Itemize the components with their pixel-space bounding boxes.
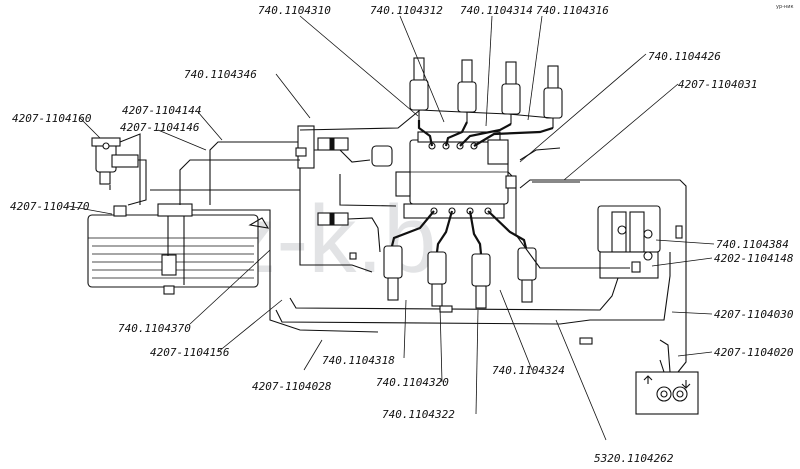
label-4207-1104156: 4207-1104156: [150, 346, 230, 359]
label-740-1104322: 740.1104322: [382, 408, 455, 421]
label-740-1104370: 740.1104370: [118, 322, 191, 335]
label-4202-1104148: 4202-1104148: [714, 252, 794, 265]
label-740-1104316: 740.1104316: [536, 4, 609, 17]
injection-pump: [395, 131, 509, 219]
priming-pump: [297, 125, 393, 226]
fuel-lines: [119, 109, 687, 373]
label-740-1104346: 740.1104346: [184, 68, 257, 81]
leader-lines: [67, 15, 715, 441]
hand-pump-box: [635, 371, 699, 415]
label-740-1104320: 740.1104320: [376, 376, 449, 389]
label-740-1104310: 740.1104310: [258, 4, 331, 17]
label-4207-1104160: 4207-1104160: [12, 112, 92, 125]
fine-filter: [597, 205, 661, 279]
label-740-1104314: 740.1104314: [460, 4, 533, 17]
label-4207-1104028: 4207-1104028: [252, 380, 332, 393]
label-4207-1104031: 4207-1104031: [678, 78, 757, 91]
label-4207-1104030: 4207-1104030: [714, 308, 794, 321]
coarse-filter: [91, 137, 139, 190]
label-4207-1104020: 4207-1104020: [714, 346, 794, 359]
label-740-1104324: 740.1104324: [492, 364, 565, 377]
label-4207-1104170: 4207-1104170: [10, 200, 90, 213]
label-740-1104426: 740.1104426: [648, 50, 721, 63]
label-740-1104318: 740.1104318: [322, 354, 395, 367]
label-4207-1104146: 4207-1104146: [120, 121, 200, 134]
top-injectors: [409, 57, 563, 128]
corner-note: ур-ник: [776, 4, 793, 10]
label-740-1104384: 740.1104384: [716, 238, 789, 251]
label-740-1104312: 740.1104312: [370, 4, 443, 17]
label-5320-1104262: 5320.1104262: [594, 452, 674, 465]
fuel-tank: [87, 203, 270, 295]
bottom-injectors: [383, 245, 537, 309]
part-labels: 740.1104310 740.1104312 740.1104314 740.…: [10, 4, 794, 465]
label-4207-1104144: 4207-1104144: [122, 104, 201, 117]
